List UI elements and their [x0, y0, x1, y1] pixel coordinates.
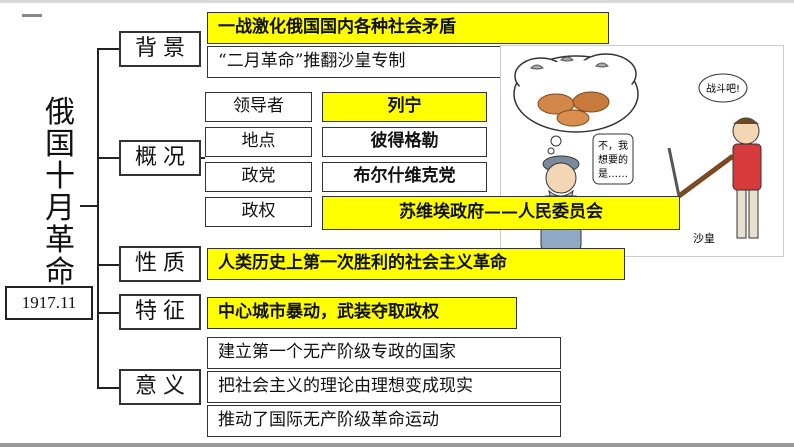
overview-key-regime: 政权: [205, 197, 312, 227]
overview-value-place: 彼得格勒: [322, 127, 487, 157]
title-char: 月: [45, 191, 75, 226]
overview-value-party: 布尔什维克党: [322, 162, 487, 192]
worker-speech-line: 是……: [598, 168, 628, 180]
cartoon-illustration: 不，我 想要的 是…… 战斗吧! 沙皇: [500, 45, 784, 257]
thought-cloud: [513, 53, 639, 155]
nature-text: 人类历史上第一次胜利的社会主义革命: [207, 248, 625, 280]
category-significance: 意义: [119, 369, 201, 405]
overview-key-party: 政党: [205, 162, 312, 192]
cartoon-svg: 不，我 想要的 是…… 战斗吧! 沙皇: [513, 53, 762, 252]
background-item-1: 一战激化俄国国内各种社会矛盾: [207, 12, 609, 44]
overview-key-leader: 领导者: [205, 92, 312, 122]
feature-text: 中心城市暴动，武装夺取政权: [207, 297, 517, 329]
bracket-vertical-line: [97, 48, 99, 389]
significance-item-2: 把社会主义的理论由理想变成现实: [207, 371, 561, 403]
bracket-branch-background: [97, 48, 119, 50]
worker-speech-line: 不，我: [598, 140, 628, 152]
overview-value-regime: 苏维埃政府——人民委员会: [322, 196, 680, 230]
corner-tick: [22, 14, 42, 17]
category-background: 背景: [119, 31, 201, 67]
title-char: 革: [45, 223, 75, 258]
overview-key-place: 地点: [205, 127, 312, 157]
topic-title: 俄 国 十 月 革 命: [40, 97, 80, 289]
date-box: 1917.11: [5, 286, 93, 320]
title-char: 俄: [45, 95, 75, 130]
tsar-speech-bubble: [698, 73, 748, 103]
worker-speech-bubble: [592, 133, 634, 185]
significance-item-1: 建立第一个无产阶级专政的国家: [207, 337, 561, 369]
bracket-branch-feature: [97, 312, 119, 314]
top-border: [0, 0, 794, 3]
bottom-border: [0, 443, 794, 447]
tsar-figure: [667, 117, 762, 239]
title-char: 国: [45, 127, 75, 162]
category-feature: 特征: [119, 294, 201, 330]
category-overview: 概况: [119, 140, 201, 176]
tsar-label: 沙皇: [693, 231, 715, 245]
overview-brace: [201, 157, 205, 159]
worker-speech-line: 想要的: [598, 153, 628, 166]
bracket-branch-overview: [97, 157, 119, 159]
bracket-branch-nature: [97, 264, 119, 266]
bracket-branch-significance: [97, 387, 119, 389]
title-char: 命: [45, 255, 75, 290]
significance-item-3: 推动了国际无产阶级革命运动: [207, 405, 561, 437]
tsar-speech: 战斗吧!: [706, 83, 740, 95]
overview-value-leader: 列宁: [322, 92, 487, 122]
category-nature: 性质: [119, 246, 201, 282]
bracket-stem: [80, 205, 98, 207]
title-char: 十: [45, 159, 75, 194]
